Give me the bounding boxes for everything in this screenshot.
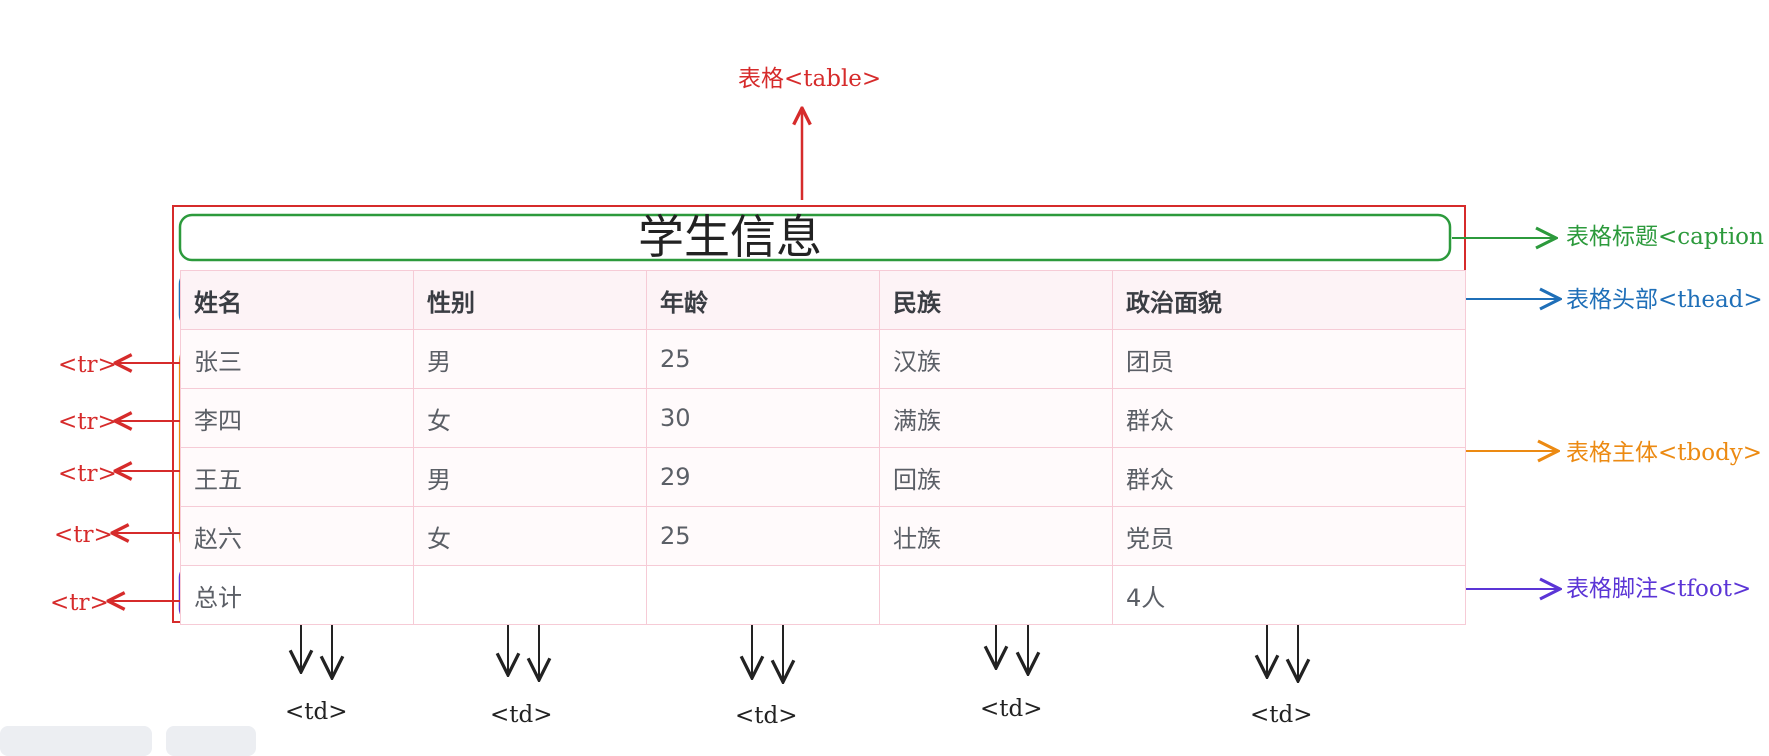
table-cell: 壮族 — [879, 506, 1113, 566]
student-info-table: 姓名 性别 年龄 民族 政治面貌 张三 男 25 汉族 团员 李四 女 30 满… — [180, 270, 1466, 625]
table-cell: 女 — [413, 388, 647, 448]
table-cell: 李四 — [180, 388, 414, 448]
head-cell-age: 年龄 — [646, 270, 880, 330]
thead-label: 表格头部<thead> — [1566, 287, 1763, 313]
head-cell-politics: 政治面貌 — [1112, 270, 1466, 330]
ui-chip — [0, 726, 152, 756]
td-label: <td> — [980, 696, 1043, 722]
tr-label: <tr> — [50, 590, 109, 616]
table-foot: 总计 4人 — [180, 565, 1466, 625]
table-cell: 男 — [413, 329, 647, 389]
table-cell: 王五 — [180, 447, 414, 507]
foot-cell — [413, 565, 647, 625]
table-cell: 团员 — [1112, 329, 1466, 389]
foot-row: 总计 4人 — [180, 565, 1466, 625]
table-cell: 张三 — [180, 329, 414, 389]
tr-label: <tr> — [58, 352, 117, 378]
foot-cell — [646, 565, 880, 625]
head-cell-ethnicity: 民族 — [879, 270, 1113, 330]
tr-label: <tr> — [54, 522, 113, 548]
caption-label: 表格标题<caption — [1566, 224, 1764, 250]
table-cell: 党员 — [1112, 506, 1466, 566]
foot-cell: 4人 — [1112, 565, 1466, 625]
table-cell: 回族 — [879, 447, 1113, 507]
table-caption: 学生信息 — [638, 210, 822, 264]
td-label: <td> — [1250, 702, 1313, 728]
table-cell: 女 — [413, 506, 647, 566]
table-row: 李四 女 30 满族 群众 — [180, 388, 1466, 448]
table-cell: 赵六 — [180, 506, 414, 566]
table-cell: 群众 — [1112, 388, 1466, 448]
td-label: <td> — [735, 703, 798, 729]
ui-chip — [166, 726, 256, 756]
table-cell: 25 — [646, 506, 880, 566]
table-row: 赵六 女 25 壮族 党员 — [180, 506, 1466, 566]
table-cell: 群众 — [1112, 447, 1466, 507]
table-label: 表格<table> — [738, 66, 882, 92]
td-label: <td> — [490, 702, 553, 728]
caption-outline — [178, 213, 1452, 262]
table-body: 张三 男 25 汉族 团员 李四 女 30 满族 群众 王五 男 29 回族 群… — [180, 329, 1466, 566]
tbody-label: 表格主体<tbody> — [1566, 440, 1763, 466]
head-row: 姓名 性别 年龄 民族 政治面貌 — [180, 270, 1466, 330]
table-row: 王五 男 29 回族 群众 — [180, 447, 1466, 507]
head-cell-name: 姓名 — [180, 270, 414, 330]
foot-cell: 总计 — [180, 565, 414, 625]
table-cell: 25 — [646, 329, 880, 389]
table-cell: 满族 — [879, 388, 1113, 448]
table-cell: 30 — [646, 388, 880, 448]
td-label: <td> — [285, 699, 348, 725]
table-cell: 汉族 — [879, 329, 1113, 389]
tfoot-label: 表格脚注<tfoot> — [1566, 576, 1752, 602]
table-head: 姓名 性别 年龄 民族 政治面貌 — [180, 270, 1466, 330]
head-cell-gender: 性别 — [413, 270, 647, 330]
table-cell: 29 — [646, 447, 880, 507]
tr-label: <tr> — [58, 409, 117, 435]
table-row: 张三 男 25 汉族 团员 — [180, 329, 1466, 389]
foot-cell — [879, 565, 1113, 625]
tr-label: <tr> — [58, 461, 117, 487]
table-cell: 男 — [413, 447, 647, 507]
